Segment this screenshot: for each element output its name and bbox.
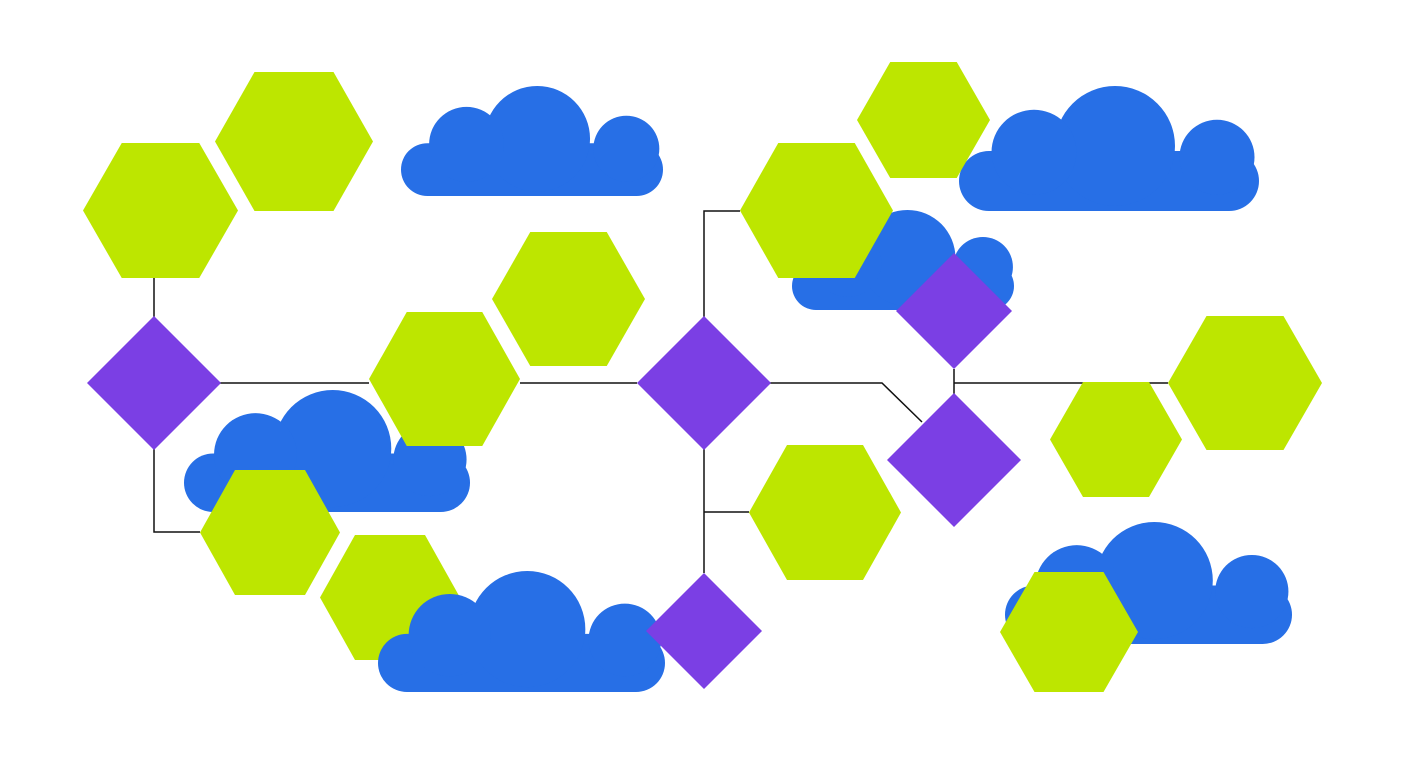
diagram-shapes <box>83 62 1322 692</box>
connector-line <box>153 448 200 533</box>
hexagon-node <box>83 143 238 278</box>
diamond-node <box>637 316 771 450</box>
hexagon-node <box>369 312 520 446</box>
connector-line <box>703 210 740 318</box>
hexagon-node <box>1050 382 1182 497</box>
hexagon-node <box>1168 316 1322 450</box>
diamond-node <box>887 393 1021 527</box>
cloud-shape <box>959 86 1259 211</box>
hexagon-node <box>492 232 645 366</box>
connector-line <box>770 382 923 423</box>
hexagon-node <box>215 72 373 211</box>
hexagon-node <box>749 445 901 580</box>
cloud-shape <box>378 571 665 692</box>
hexagon-node <box>1000 572 1138 692</box>
hexagon-node <box>200 470 340 595</box>
hexagon-node <box>857 62 990 178</box>
cloud-shape <box>401 86 663 196</box>
diamond-node <box>896 253 1012 369</box>
diamond-node <box>87 316 221 450</box>
hexagon-node <box>740 143 893 278</box>
diamond-node <box>646 573 762 689</box>
